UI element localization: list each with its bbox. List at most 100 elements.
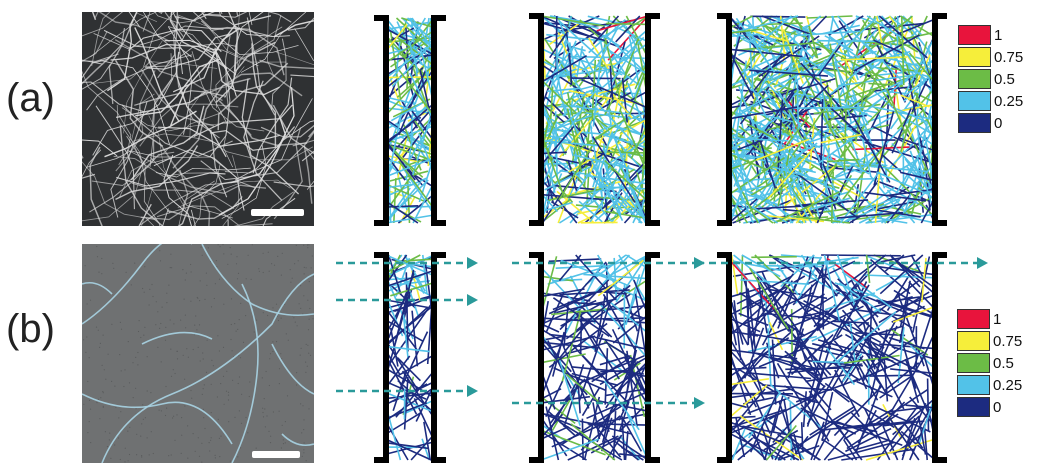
fiber <box>135 58 220 117</box>
fiber <box>110 43 218 61</box>
nanowire-segment <box>406 17 435 43</box>
nanowire-segment <box>609 254 649 277</box>
nanowire-segment <box>788 361 832 411</box>
texture-speck <box>251 244 253 246</box>
fiber <box>172 15 272 93</box>
nanowire-segment <box>601 417 613 452</box>
nanowire-segment <box>733 137 751 210</box>
nanowire-segment <box>590 334 620 380</box>
nanowire-segment <box>608 44 637 88</box>
nanowire-segment <box>841 271 893 309</box>
texture-speck <box>285 333 287 335</box>
texture-speck <box>142 418 144 420</box>
nanowire-segment <box>412 181 435 224</box>
texture-speck <box>171 267 173 269</box>
fiber <box>164 39 237 97</box>
nanowire-segment <box>385 269 435 288</box>
fiber <box>158 142 211 226</box>
nanowire-segment <box>556 298 617 314</box>
fiber <box>167 196 243 220</box>
colorbar-a-swatch-4 <box>958 91 991 111</box>
nanowire-segment <box>888 417 920 461</box>
texture-speck <box>198 455 201 457</box>
nanowire-segment <box>782 208 824 214</box>
nanowire-segment <box>597 91 632 111</box>
nanowire-segment <box>605 361 639 409</box>
texture-speck <box>192 433 194 435</box>
fiber <box>252 77 293 174</box>
nanowire-segment <box>830 324 870 392</box>
nanowire-segment <box>626 413 649 461</box>
nanowire-segment <box>851 114 891 183</box>
nanowire-segment <box>385 254 408 285</box>
nanowire-segment <box>841 448 915 461</box>
texture-speck <box>100 397 102 399</box>
nanowire-segment <box>800 407 857 435</box>
nanowire-segment <box>540 199 568 220</box>
nanowire-segment <box>728 69 763 121</box>
nanowire-segment <box>822 421 890 431</box>
nanowire-segment <box>832 361 861 382</box>
texture-speck <box>165 326 167 328</box>
nanowire-segment <box>827 158 860 163</box>
texture-speck <box>102 334 104 336</box>
nanowire-segment <box>750 359 763 394</box>
nanowire-segment <box>755 66 794 96</box>
nanowire-segment <box>728 369 753 392</box>
texture-speck <box>210 412 212 414</box>
texture-speck <box>200 246 202 248</box>
nanowire-segment <box>857 409 877 444</box>
nanowire-segment <box>788 288 811 317</box>
texture-speck <box>158 409 160 411</box>
nanowire-segment <box>844 254 887 286</box>
device-a-narrow <box>374 15 446 226</box>
colorbar-b-tick-2: 0.75 <box>993 332 1023 350</box>
nanowire-segment <box>728 28 762 34</box>
texture-speck <box>141 423 143 425</box>
texture-speck <box>214 457 216 459</box>
nanowire-segment <box>749 69 829 77</box>
nanowire-segment <box>559 59 604 123</box>
texture-speck <box>220 383 222 385</box>
texture-speck <box>277 319 280 322</box>
texture-speck <box>101 273 103 275</box>
nanowire-segment <box>824 382 850 403</box>
nanowire-segment <box>849 136 864 173</box>
texture-speck <box>212 365 214 367</box>
texture-speck <box>89 408 92 410</box>
nanowire-segment <box>863 338 888 369</box>
nanowire-segment <box>891 108 912 154</box>
nanowire-segment <box>765 424 797 461</box>
texture-speck <box>183 298 185 300</box>
micrograph-b-background <box>82 244 314 463</box>
nanowire-segment <box>556 15 573 53</box>
fiber <box>134 27 180 122</box>
fiber <box>114 60 164 147</box>
nanowire-segment <box>385 70 428 116</box>
device-b-wide-right-electrode <box>932 252 947 463</box>
fiber <box>128 12 141 28</box>
fiber <box>116 104 171 214</box>
texture-speck <box>245 315 247 317</box>
scale-bar-b <box>252 451 300 458</box>
texture-speck <box>282 439 284 441</box>
nanowire-segment <box>728 198 758 224</box>
nanowire-segment <box>823 429 850 461</box>
nanowire-segment <box>911 63 936 113</box>
nanowire-segment <box>786 32 814 60</box>
nanowire-segment <box>728 115 780 153</box>
texture-speck <box>239 447 242 449</box>
fiber <box>91 61 218 84</box>
texture-speck <box>266 415 268 417</box>
texture-speck <box>269 353 272 355</box>
texture-speck <box>223 303 225 305</box>
nanowire-segment <box>589 129 606 173</box>
nanowire-segment <box>820 133 862 144</box>
fiber <box>142 12 151 32</box>
fiber <box>272 104 314 155</box>
texture-speck <box>313 276 314 278</box>
texture-speck <box>111 323 113 325</box>
nanowire-segment <box>403 17 435 58</box>
nanowire-segment <box>748 169 794 197</box>
nanowire-segment <box>540 84 598 101</box>
